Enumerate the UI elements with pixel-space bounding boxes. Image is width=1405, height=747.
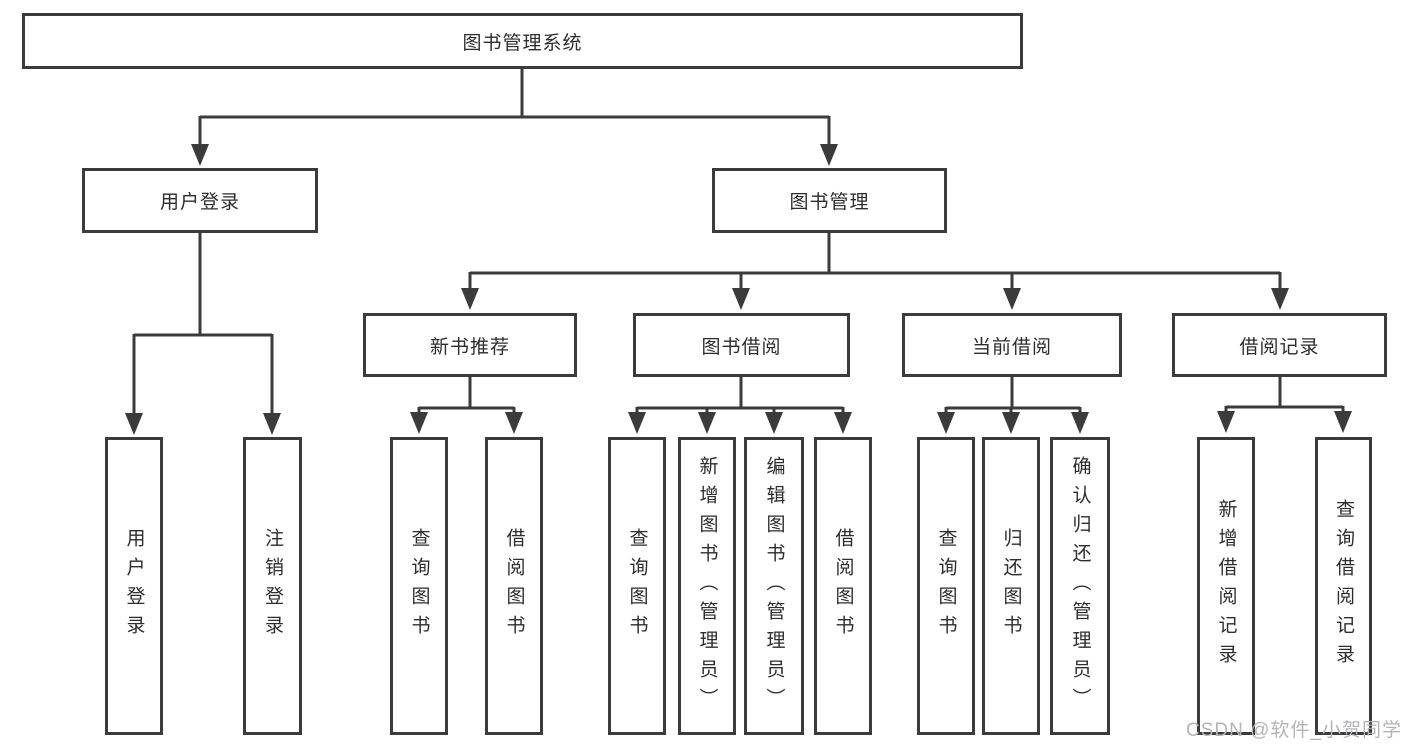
arrowhead (1071, 412, 1089, 434)
arrowhead (732, 288, 750, 310)
connector-book-management-to-level3 (461, 233, 1289, 310)
node-logout: 注销登录 (243, 437, 302, 735)
node-borrow-books-1: 借阅图书 (485, 437, 543, 735)
arrowhead (410, 412, 428, 434)
node-book-borrowing: 图书借阅 (633, 313, 850, 377)
connector-new-book-children (410, 376, 523, 434)
node-borrowing-records: 借阅记录 (1172, 313, 1387, 377)
node-root-library-management-system: 图书管理系统 (22, 13, 1023, 69)
node-query-books-2: 查询图书 (608, 437, 666, 735)
node-return-books: 归还图书 (982, 437, 1040, 735)
arrowhead (1334, 411, 1352, 433)
node-add-borrow-record: 新增借阅记录 (1197, 437, 1255, 735)
arrowhead (263, 413, 281, 435)
node-query-books-1: 查询图书 (390, 437, 448, 735)
connector-borrow-record-children (1217, 376, 1352, 433)
node-new-book-recommendation: 新书推荐 (363, 313, 577, 377)
node-query-books-3: 查询图书 (917, 437, 975, 735)
arrowhead (461, 288, 479, 310)
arrowhead (505, 412, 523, 434)
arrowhead (1003, 288, 1021, 310)
connector-book-borrow-children (628, 376, 852, 434)
node-user-login: 用户登录 (82, 168, 318, 233)
connector-user-login-children (125, 233, 281, 435)
arrowhead (1217, 411, 1235, 433)
csdn-watermark: CSDN @软件_小贺同学 (1186, 720, 1402, 741)
node-user-login-leaf: 用户登录 (105, 437, 163, 735)
arrowhead (1271, 288, 1289, 310)
arrowhead (820, 144, 838, 166)
arrowhead (191, 144, 209, 166)
node-current-borrowing: 当前借阅 (902, 313, 1122, 377)
connector-current-borrow-children (937, 376, 1089, 434)
connector-root-to-level2 (191, 69, 838, 166)
node-book-management: 图书管理 (712, 168, 947, 233)
arrowhead (698, 412, 716, 434)
node-borrow-books-2: 借阅图书 (814, 437, 872, 735)
node-query-borrow-record: 查询借阅记录 (1315, 437, 1372, 735)
arrowhead (765, 412, 783, 434)
arrowhead (937, 412, 955, 434)
node-add-books-admin: 新增图书（管理员） (678, 437, 736, 735)
node-edit-books-admin: 编辑图书（管理员） (744, 437, 804, 735)
arrowhead (628, 412, 646, 434)
arrowhead (834, 412, 852, 434)
arrowhead (125, 413, 143, 435)
arrowhead (1002, 412, 1020, 434)
node-confirm-return-admin: 确认归还（管理员） (1050, 437, 1110, 735)
